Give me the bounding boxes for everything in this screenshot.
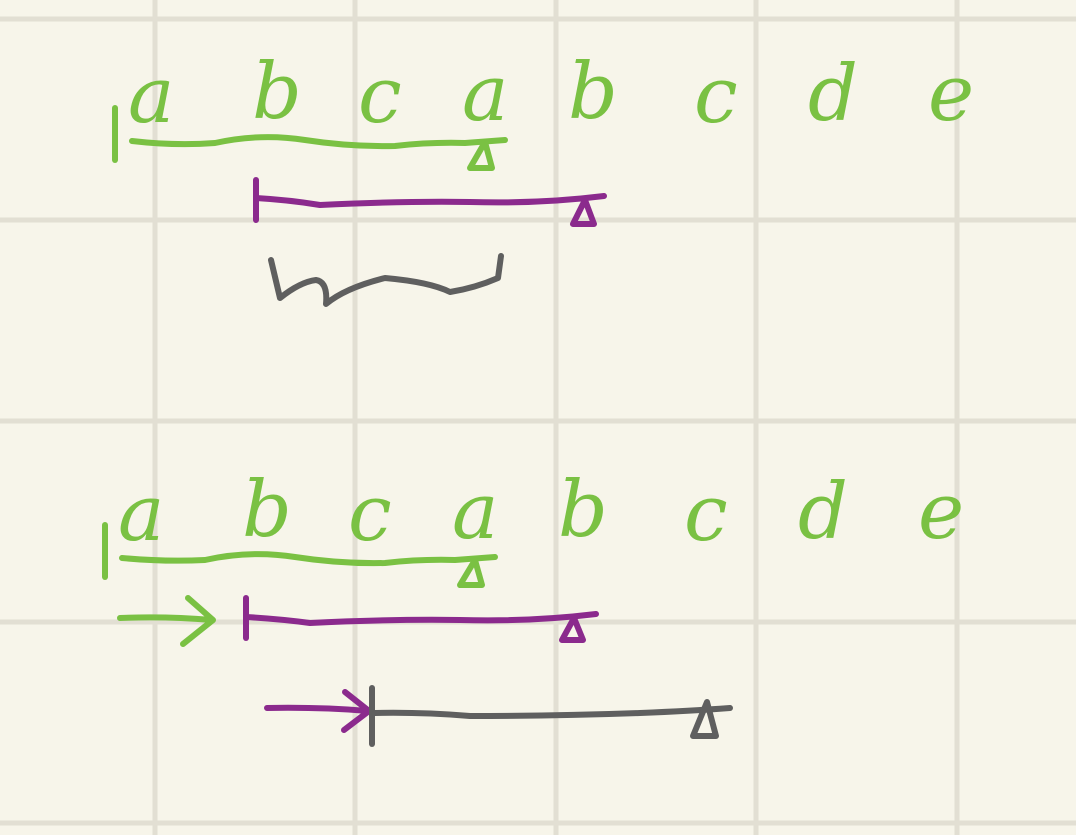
overlap-brace bbox=[268, 253, 504, 307]
window-span bbox=[372, 705, 733, 719]
char-e: e bbox=[928, 49, 974, 139]
char-b: b bbox=[252, 47, 302, 137]
char-c: c bbox=[684, 469, 728, 559]
window-span bbox=[253, 193, 607, 208]
char-c: c bbox=[694, 51, 738, 141]
purple-advance-arrow bbox=[264, 689, 372, 733]
window-end-triangle bbox=[559, 615, 586, 643]
char-c: c bbox=[358, 51, 402, 141]
green-advance-arrow bbox=[117, 595, 216, 647]
window-span bbox=[129, 134, 508, 150]
char-d: d bbox=[808, 49, 858, 139]
green-window-1 bbox=[112, 105, 508, 171]
char-d: d bbox=[798, 467, 848, 557]
char-a: a bbox=[462, 49, 509, 139]
window-end-triangle bbox=[457, 557, 485, 588]
char-e: e bbox=[918, 467, 964, 557]
char-b: b bbox=[568, 47, 618, 137]
window-end-triangle bbox=[690, 699, 719, 739]
arrow-head bbox=[180, 595, 216, 647]
arrow-shaft bbox=[117, 614, 215, 623]
purple-window-2 bbox=[243, 595, 599, 643]
purple-window-1 bbox=[253, 177, 607, 227]
char-c: c bbox=[348, 469, 392, 559]
char-b: b bbox=[558, 465, 608, 555]
string-row-2: a b c a b c d e bbox=[118, 465, 964, 559]
window-end-triangle bbox=[570, 197, 597, 227]
char-a: a bbox=[128, 51, 175, 141]
arrow-shaft bbox=[264, 704, 371, 714]
char-b: b bbox=[242, 465, 292, 555]
string-row-1: a b c a b c d e bbox=[128, 47, 974, 141]
window-span bbox=[119, 551, 498, 567]
char-a: a bbox=[452, 467, 499, 557]
window-end-triangle bbox=[467, 139, 495, 171]
overlap-brace-shape bbox=[268, 253, 504, 307]
green-window-2 bbox=[102, 522, 498, 588]
char-a: a bbox=[118, 469, 165, 559]
gray-window bbox=[369, 685, 733, 747]
window-span bbox=[243, 611, 599, 626]
